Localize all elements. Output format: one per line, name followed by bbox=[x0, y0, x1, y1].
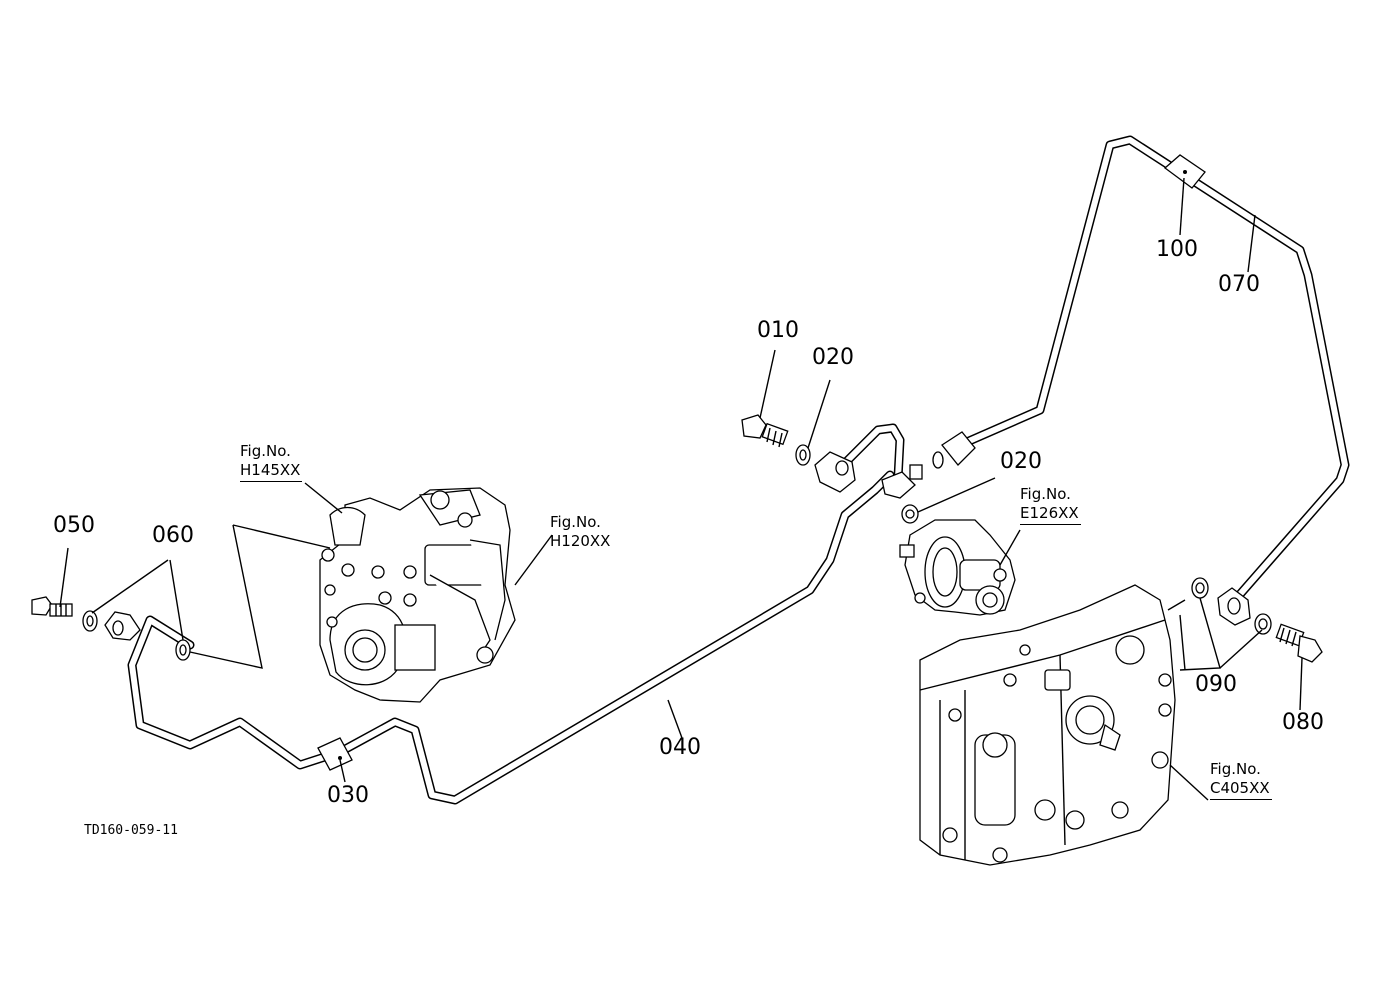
nut-070 bbox=[941, 431, 976, 466]
eye-fitting-right bbox=[1217, 587, 1251, 626]
pipe-040 bbox=[127, 470, 895, 805]
eye-fitting-left bbox=[104, 611, 141, 641]
label-020-lower: 020 bbox=[1000, 449, 1042, 474]
figure-ref-h120-code[interactable]: H120XX bbox=[550, 531, 611, 550]
label-100: 100 bbox=[1156, 237, 1198, 262]
control-housing bbox=[919, 584, 1176, 866]
sleeve-030 bbox=[317, 737, 353, 771]
pump-assembly bbox=[319, 487, 516, 703]
washers-020 bbox=[795, 444, 944, 524]
figure-ref-c405-prefix: Fig.No. bbox=[1210, 760, 1261, 778]
center-valve bbox=[899, 519, 1016, 616]
sleeve-100 bbox=[1163, 154, 1206, 189]
label-060: 060 bbox=[152, 523, 194, 548]
pipe-070 bbox=[955, 135, 1350, 605]
washers-090 bbox=[1191, 577, 1272, 635]
figure-ref-e126-prefix: Fig.No. bbox=[1020, 485, 1071, 503]
bolt-010 bbox=[741, 414, 789, 448]
tube-upper-bend bbox=[835, 423, 905, 483]
label-090: 090 bbox=[1195, 672, 1237, 697]
figure-ref-c405[interactable]: Fig.No. C405XX bbox=[1210, 760, 1272, 800]
eye-fitting-center bbox=[814, 451, 856, 493]
figure-ref-e126[interactable]: Fig.No. E126XX bbox=[1020, 485, 1081, 525]
figure-ref-c405-code[interactable]: C405XX bbox=[1210, 779, 1272, 800]
washers-060 bbox=[82, 610, 191, 661]
label-020-upper: 020 bbox=[812, 345, 854, 370]
leader-lines bbox=[59, 177, 1303, 801]
figure-ref-e126-code[interactable]: E126XX bbox=[1020, 504, 1081, 525]
bolt-050 bbox=[31, 596, 73, 617]
figure-ref-h120-prefix: Fig.No. bbox=[550, 513, 601, 531]
figure-ref-h120[interactable]: Fig.No. H120XX bbox=[550, 513, 610, 551]
label-010: 010 bbox=[757, 318, 799, 343]
label-040: 040 bbox=[659, 735, 701, 760]
label-080: 080 bbox=[1282, 710, 1324, 735]
bolt-080 bbox=[1275, 623, 1323, 663]
figure-ref-h145-prefix: Fig.No. bbox=[240, 442, 291, 460]
figure-ref-h145-code[interactable]: H145XX bbox=[240, 461, 303, 482]
figure-ref-h145[interactable]: Fig.No. H145XX bbox=[240, 442, 303, 482]
drawing-code: TD160-059-11 bbox=[84, 823, 178, 838]
label-050: 050 bbox=[53, 513, 95, 538]
label-030: 030 bbox=[327, 783, 369, 808]
tee-fitting bbox=[881, 464, 923, 499]
label-070: 070 bbox=[1218, 272, 1260, 297]
